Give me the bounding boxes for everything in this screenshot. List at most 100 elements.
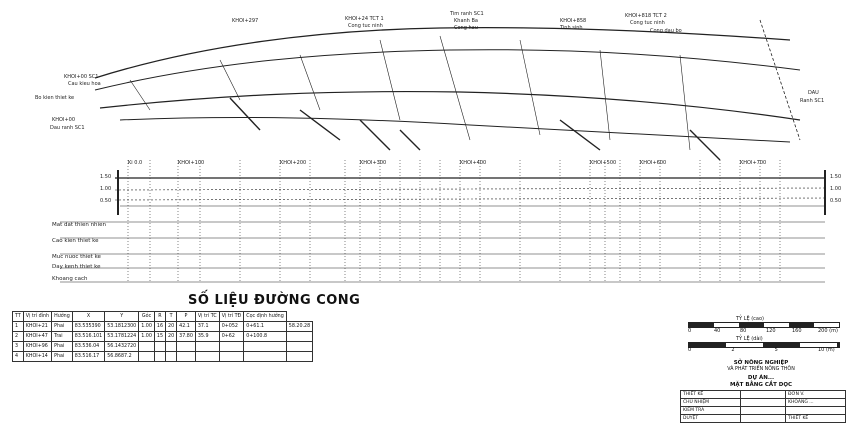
curve-table-cell: [285, 351, 314, 362]
curve-table-title: SỐ LIỆU ĐƯỜNG CONG: [188, 293, 361, 308]
curve-table-header-cell: Y: [104, 311, 140, 322]
elevation-right: 0.50: [830, 198, 842, 204]
signature-row: KIỂM TRA: [680, 406, 846, 415]
curve-table-cell: 37.80: [176, 331, 196, 342]
scale-tick-label: 0: [688, 328, 692, 334]
curve-table-cell: 1: [12, 321, 24, 332]
scale-tick-label: 80: [740, 328, 747, 334]
curve-table-cell: [153, 341, 167, 352]
curve-table-cell: 53.1812300: [104, 321, 140, 332]
station-label: KHOI+300: [360, 160, 387, 166]
org-subname: VÀ PHÁT TRIỂN NÔNG THÔN: [727, 367, 795, 372]
curve-table-cell: Phai: [51, 351, 73, 362]
curve-table-cell: [243, 341, 287, 352]
elevation-left: 1.50: [100, 174, 112, 180]
curve-table-cell: 53.1781224: [104, 331, 140, 342]
plan-label: DAU: [808, 90, 819, 96]
signature-cell: [740, 414, 786, 423]
signature-cell: THIẾT KẾ: [680, 390, 741, 399]
curve-table-cell: [176, 341, 196, 352]
curve-table-header-cell: T: [165, 311, 178, 322]
curve-table-cell: 20: [165, 321, 178, 332]
signature-cell: KHOẢNG ...: [785, 398, 846, 407]
station-label: KHOI+700: [740, 160, 767, 166]
plan-label: KHOI+858: [560, 18, 587, 24]
curve-table-cell: [176, 351, 196, 362]
curve-table-cell: 0+052: [218, 321, 245, 332]
curve-table-cell: KHOI+96: [22, 341, 53, 352]
signature-cell: [785, 406, 846, 415]
plan-label: KHOI+818 TCT 2: [625, 13, 667, 19]
org-name: SỞ NÔNG NGHIỆP: [733, 360, 789, 366]
curve-table-header-cell: R: [153, 311, 167, 322]
curve-table-cell: KHOI+21: [22, 321, 53, 332]
curve-table-header-cell: Hướng: [51, 311, 73, 322]
elevation-left: 1.00: [100, 186, 112, 192]
curve-table-cell: [194, 351, 220, 362]
curve-table-cell: 83.536.04: [71, 341, 106, 352]
plan-label: Cau kieu hoa: [68, 81, 101, 87]
station-label: KHOI+500: [590, 160, 617, 166]
plan-label: Ranh SC1: [800, 98, 825, 104]
scale-bar-height: [688, 322, 840, 328]
plan-label: KHOI+24 TCT 1: [345, 16, 384, 22]
curve-table-cell: 2: [12, 331, 24, 342]
curve-table-cell: 0+61.1: [243, 321, 287, 332]
plan-label: Tim ranh SC1: [450, 11, 484, 17]
profile-row-label: Muc nuoc thiet ke: [52, 254, 101, 260]
scale-label-height: TỶ LỆ (cao): [736, 316, 765, 322]
plan-label: Cong hau: [454, 25, 478, 31]
plan-label: Cong tuc ninh: [630, 20, 665, 26]
station-label: KHOI+200: [280, 160, 307, 166]
profile-grid: [60, 170, 826, 283]
plan-label: Bo kien thiet ke: [35, 95, 75, 101]
scale-tick-label: 2: [731, 347, 735, 353]
signature-cell: DUYỆT: [680, 414, 741, 423]
station-label: KHOI+600: [640, 160, 667, 166]
plan-label: Khanh Ba: [454, 18, 478, 24]
curve-table-header-cell: Cọc định hướng: [243, 311, 287, 322]
curve-table-cell: 83.516.17: [71, 351, 106, 362]
curve-table-cell: 83.535390: [71, 321, 106, 332]
plan-label: KHOI+00: [52, 117, 76, 123]
scale-bar-length: [688, 342, 840, 348]
signature-cell: ĐƠN V.: [785, 390, 846, 399]
curve-table-cell: 20: [165, 331, 178, 342]
curve-table-cell: 3: [12, 341, 24, 352]
plan-label: Cong dau bo: [650, 28, 682, 34]
curve-table-cell: [165, 351, 178, 362]
curve-table-cell: [285, 341, 314, 352]
curve-table-cell: [218, 341, 245, 352]
curve-table-cell: 37.1: [194, 321, 220, 332]
curve-table-cell: 83.516.101: [71, 331, 106, 342]
plan-label: KHOI+00 SC1: [64, 74, 99, 80]
curve-table-cell: 1.00: [138, 321, 155, 332]
signature-cell: THIẾT KẾ: [785, 414, 846, 423]
scale-tick-label: 40: [714, 328, 721, 334]
curve-table-cell: KHOI+47: [22, 331, 53, 342]
scale-tick-label: 10 (m): [818, 347, 835, 353]
curve-table-header-cell: Vị trí TC: [194, 311, 220, 322]
plan-label: KHOI+297: [232, 18, 259, 24]
curve-table-cell: [153, 351, 167, 362]
signature-row: DUYỆT THIẾT KẾ: [680, 414, 846, 423]
curve-table-cell: [138, 351, 155, 362]
curve-table-cell: 58.20.28: [285, 321, 314, 332]
profile-row-label: Mat dat thien nhien: [52, 222, 106, 228]
curve-table-cell: 0+100.8: [243, 331, 287, 342]
curve-table-cell: [165, 341, 178, 352]
curve-table-header-cell: Góc: [138, 311, 155, 322]
plan-and-profile-drawing: [60, 19, 826, 283]
station-label: Ki 0.0: [128, 160, 143, 166]
plan-label: Tinh sinh: [560, 25, 583, 31]
curve-table-cell: 4: [12, 351, 24, 362]
curve-table-cell: [243, 351, 287, 362]
curve-table-cell: [138, 341, 155, 352]
